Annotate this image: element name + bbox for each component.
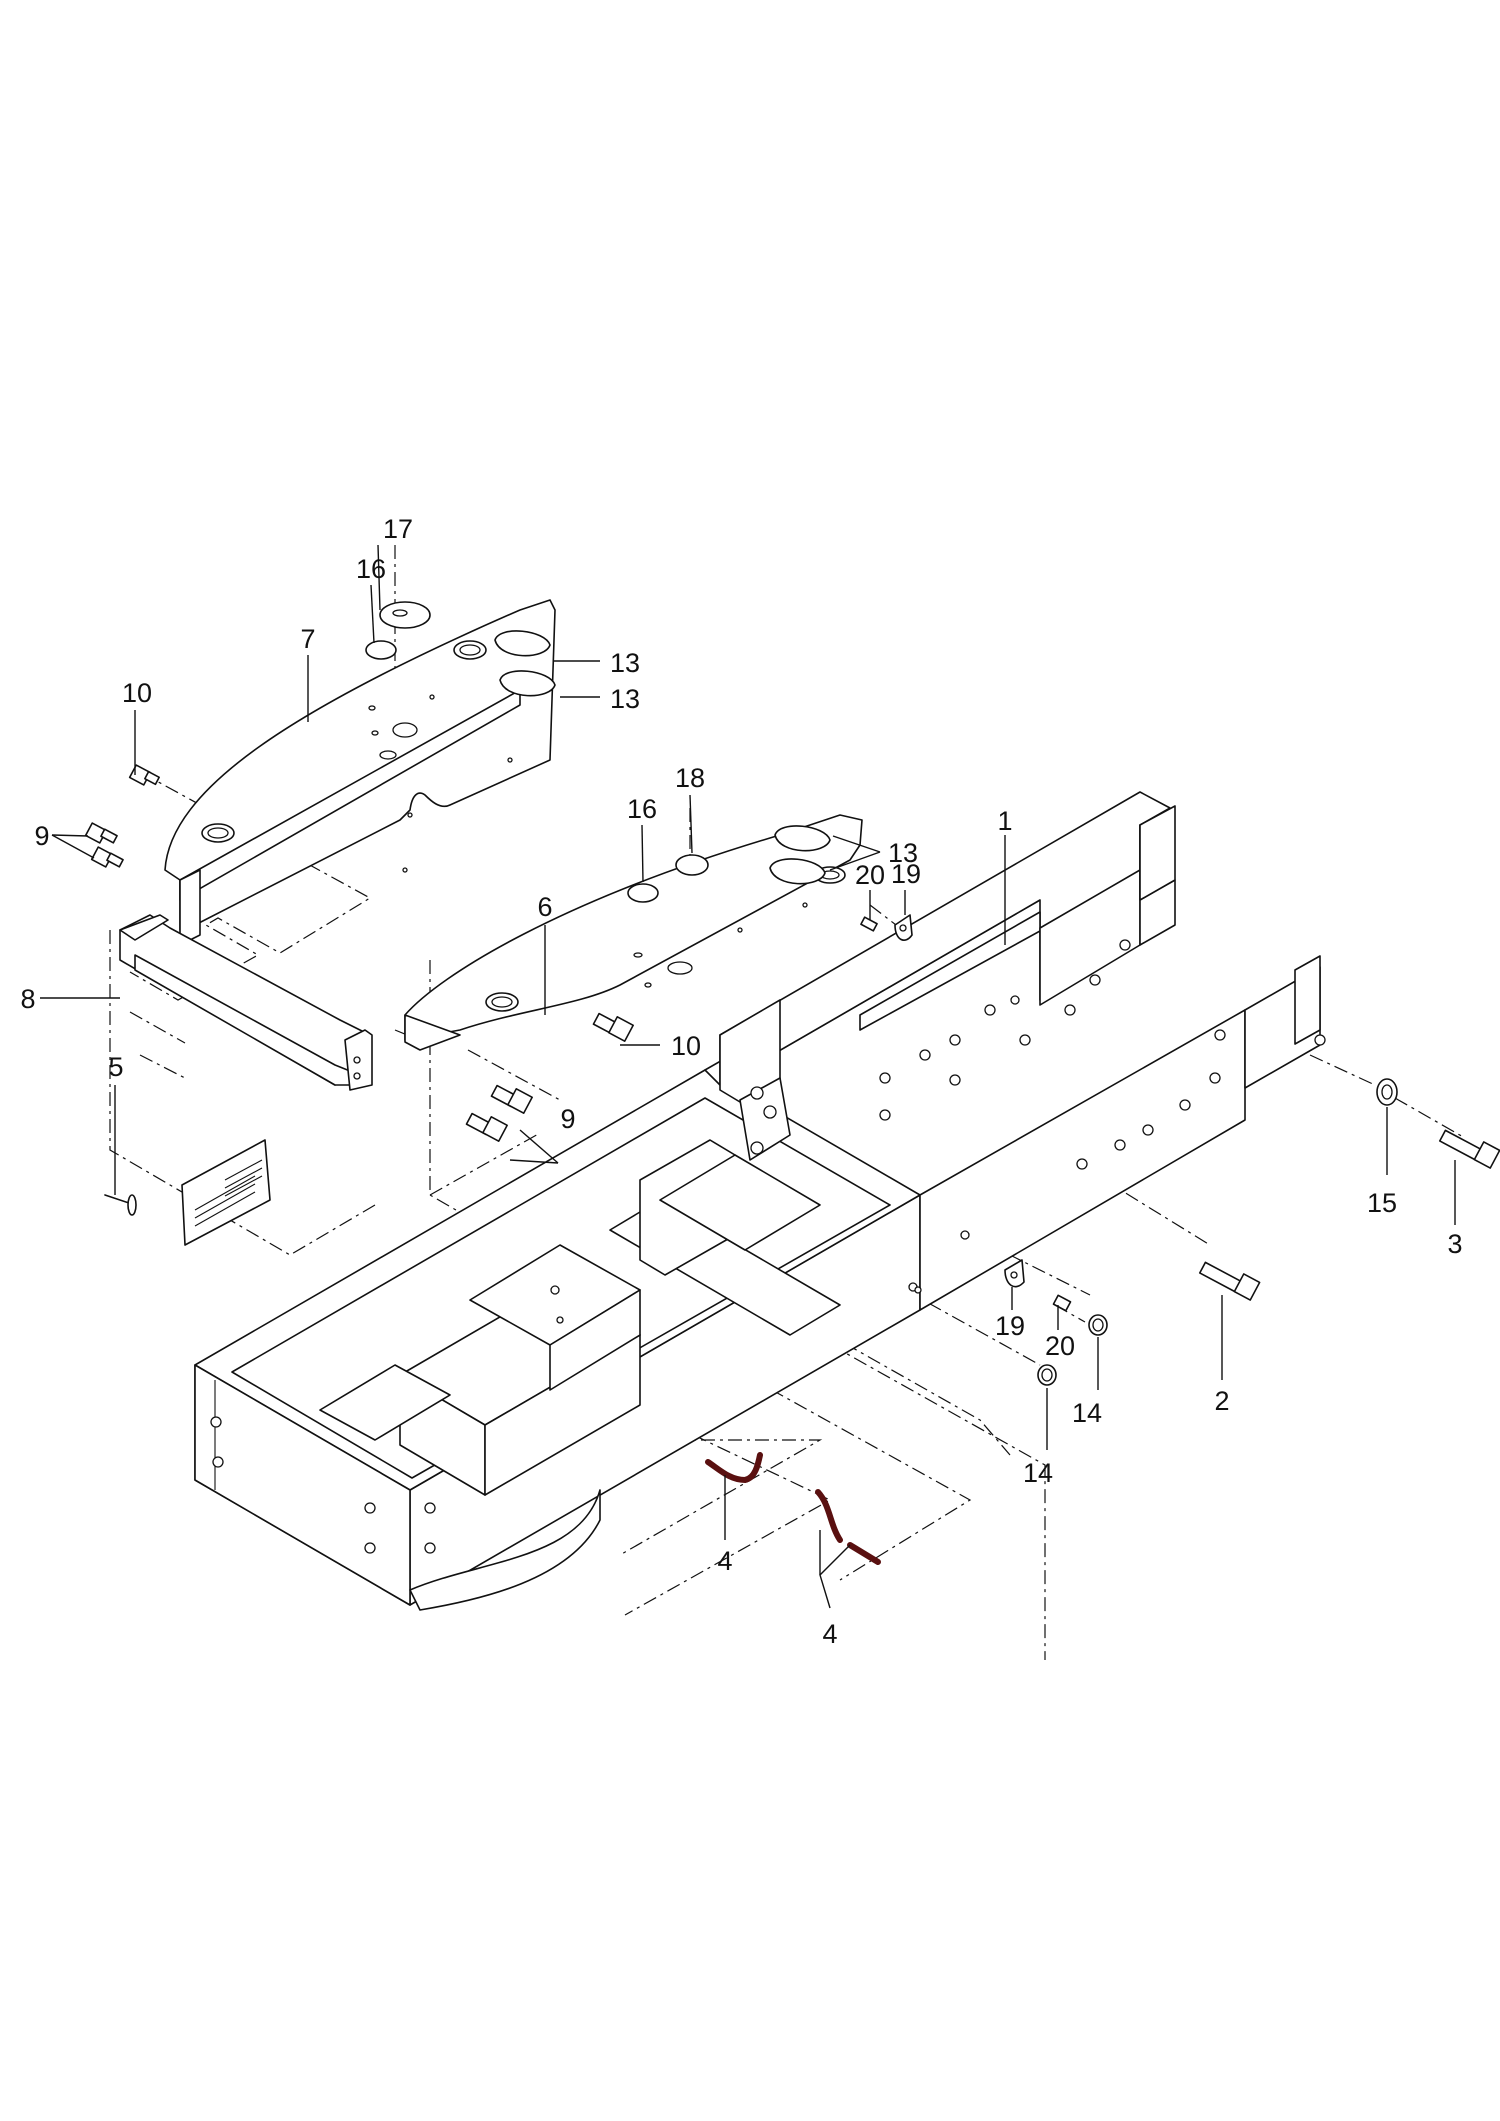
bolt-3	[1438, 1129, 1500, 1169]
clips-19-and-screws-20	[860, 914, 1072, 1312]
callout-19-b: 19	[995, 1311, 1025, 1341]
callout-8: 8	[20, 984, 35, 1014]
callout-16-b: 16	[627, 794, 657, 824]
callout-14-a: 14	[1072, 1398, 1102, 1428]
callout-13-a: 13	[610, 648, 640, 678]
name-plate	[104, 1139, 271, 1246]
callout-14-b: 14	[1023, 1458, 1053, 1488]
frame-holes	[210, 939, 1326, 1554]
upper-fender-guard	[164, 599, 556, 946]
callout-10-b: 10	[671, 1031, 701, 1061]
bolts-9-upper	[84, 822, 124, 868]
caps-16-17-18	[365, 601, 709, 903]
callout-20-b: 20	[1045, 1331, 1075, 1361]
callout-19-a: 19	[891, 859, 921, 889]
washer-15	[1376, 1078, 1398, 1106]
callout-4-a: 4	[717, 1546, 732, 1576]
main-frame	[194, 791, 1321, 1611]
callout-3: 3	[1447, 1229, 1462, 1259]
callout-labels: 1 2 3 4 4 5 6 7 8 9 9 10 10 13 13 13 14 …	[20, 514, 1462, 1649]
bolt-10-center	[592, 1012, 634, 1042]
callout-18: 18	[675, 763, 705, 793]
pads-13	[494, 630, 831, 885]
bolt-10-upper	[128, 764, 160, 786]
leader-lines	[40, 544, 1456, 1609]
plugs-14	[1037, 1314, 1108, 1386]
callout-1: 1	[997, 806, 1012, 836]
bolt-2	[1198, 1261, 1261, 1301]
callout-16-a: 16	[356, 554, 386, 584]
callout-9-b: 9	[560, 1104, 575, 1134]
callout-7: 7	[300, 624, 315, 654]
callout-10-a: 10	[122, 678, 152, 708]
hoses-4	[705, 1452, 881, 1565]
callout-2: 2	[1214, 1386, 1229, 1416]
callout-15: 15	[1367, 1188, 1397, 1218]
callout-5: 5	[108, 1052, 123, 1082]
callout-9-a: 9	[34, 821, 49, 851]
bolts-9-center	[465, 1084, 533, 1142]
lower-channel-bracket	[119, 914, 373, 1091]
callout-13-b: 13	[610, 684, 640, 714]
callout-20-a: 20	[855, 860, 885, 890]
callout-13-c: 13	[888, 838, 918, 868]
callout-17: 17	[383, 514, 413, 544]
callout-4-b: 4	[822, 1619, 837, 1649]
callout-6: 6	[537, 892, 552, 922]
